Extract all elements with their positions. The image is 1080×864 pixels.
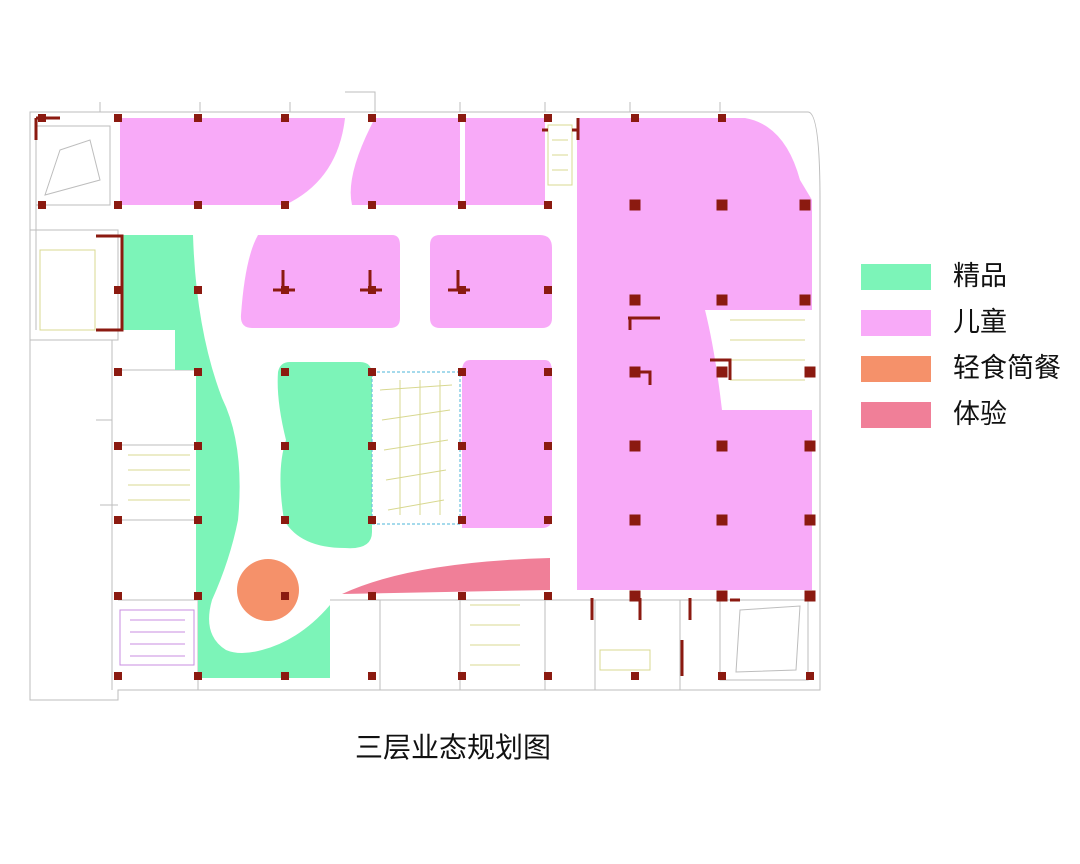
column <box>38 114 46 122</box>
column <box>631 114 639 122</box>
column <box>716 366 728 378</box>
map-caption: 三层业态规划图 <box>355 731 552 764</box>
column <box>716 514 728 526</box>
legend-swatch-boutique <box>861 264 931 290</box>
column <box>194 592 202 600</box>
column <box>716 294 728 306</box>
column <box>458 442 466 450</box>
column <box>458 368 466 376</box>
atrium-void <box>371 371 461 525</box>
column <box>368 516 376 524</box>
legend-swatch-experience <box>861 402 931 428</box>
column <box>368 114 376 122</box>
column <box>114 672 122 680</box>
legend-label-boutique: 精品 <box>953 261 1007 292</box>
column <box>281 368 289 376</box>
column <box>114 201 122 209</box>
column <box>629 294 641 306</box>
column <box>631 672 639 680</box>
column <box>629 440 641 452</box>
column <box>804 514 816 526</box>
column <box>458 672 466 680</box>
column <box>281 516 289 524</box>
column <box>38 201 46 209</box>
legend-item-boutique: 精品 <box>861 260 1080 294</box>
legend-item-kids: 儿童 <box>861 306 1080 340</box>
column <box>281 672 289 680</box>
column <box>281 286 289 294</box>
zone-experience <box>342 558 550 594</box>
zone-boutique <box>122 235 372 678</box>
column <box>281 201 289 209</box>
column <box>458 114 466 122</box>
column <box>281 442 289 450</box>
column <box>544 442 552 450</box>
structural-columns <box>38 114 816 680</box>
zone-kids <box>120 118 812 590</box>
column <box>281 114 289 122</box>
building-outline <box>29 91 821 701</box>
column <box>458 516 466 524</box>
column <box>194 368 202 376</box>
column <box>799 294 811 306</box>
column <box>194 516 202 524</box>
column <box>114 516 122 524</box>
column <box>544 286 552 294</box>
column <box>194 201 202 209</box>
column <box>718 114 726 122</box>
legend-label-light-meals: 轻食简餐 <box>953 353 1061 384</box>
column <box>194 286 202 294</box>
column <box>368 592 376 600</box>
legend-label-kids: 儿童 <box>953 307 1007 338</box>
column <box>544 114 552 122</box>
column <box>114 368 122 376</box>
column <box>804 440 816 452</box>
column <box>629 514 641 526</box>
legend-label-experience: 体验 <box>953 399 1007 430</box>
column <box>716 199 728 211</box>
column <box>629 199 641 211</box>
column <box>114 114 122 122</box>
column <box>194 442 202 450</box>
column <box>458 201 466 209</box>
legend-swatch-kids <box>861 310 931 336</box>
column <box>544 201 552 209</box>
column <box>368 286 376 294</box>
column <box>114 286 122 294</box>
column <box>716 440 728 452</box>
column <box>718 672 726 680</box>
column <box>544 516 552 524</box>
column <box>281 592 289 600</box>
column <box>368 442 376 450</box>
stair-cores <box>39 124 805 671</box>
column <box>458 592 466 600</box>
column <box>629 366 641 378</box>
column <box>368 368 376 376</box>
legend-item-experience: 体验 <box>861 398 1080 432</box>
column <box>544 368 552 376</box>
column <box>804 366 816 378</box>
column <box>629 590 641 602</box>
column <box>806 672 814 680</box>
zone-light-meals <box>237 559 299 621</box>
column <box>194 114 202 122</box>
column <box>114 592 122 600</box>
column <box>368 672 376 680</box>
column <box>544 592 552 600</box>
legend-swatch-light-meals <box>861 356 931 382</box>
column <box>368 201 376 209</box>
column <box>544 672 552 680</box>
legend-item-light-meals: 轻食简餐 <box>861 352 1080 386</box>
toilet-block <box>119 609 195 666</box>
column <box>458 286 466 294</box>
column <box>716 590 728 602</box>
column <box>804 590 816 602</box>
column <box>194 672 202 680</box>
column <box>114 442 122 450</box>
column <box>799 199 811 211</box>
